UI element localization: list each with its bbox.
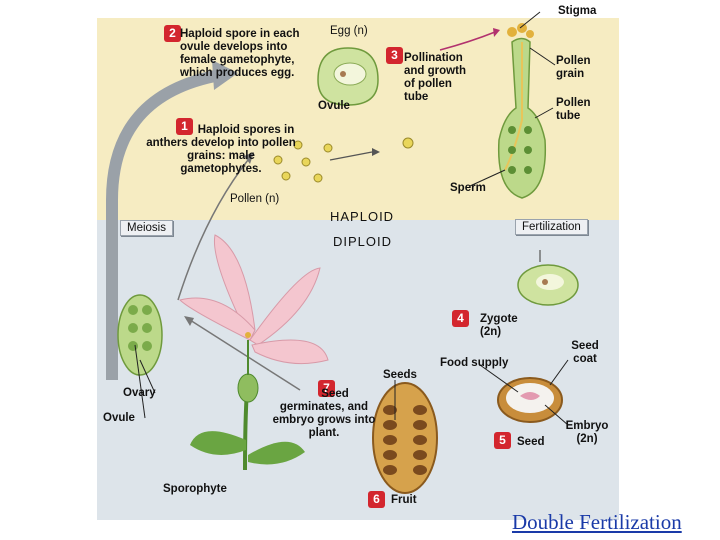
stage-2-text: Haploid spore in each ovule develops int…: [180, 28, 300, 79]
fertilized-ovule-illustration: [517, 264, 579, 306]
stage-4-badge: 4: [452, 310, 469, 327]
pollen-grain-label: Pollen grain: [556, 55, 591, 80]
meiosis-tag: Meiosis: [120, 220, 173, 236]
stage-3-badge: 3: [386, 47, 403, 64]
stage-6-badge: 6: [368, 491, 385, 508]
stage-4-text: Zygote (2n): [480, 313, 518, 338]
pistil-illustration: [497, 23, 547, 199]
leader-lines: [134, 11, 569, 426]
diploid-heading: DIPLOID: [333, 234, 393, 249]
food-supply-label: Food supply: [440, 357, 509, 369]
sperm-label: Sperm: [450, 182, 486, 194]
flower-illustration: [179, 234, 329, 471]
haploid-heading: HAPLOID: [330, 209, 395, 224]
stage-3-text: Pollination and growth of pollen tube: [404, 52, 466, 103]
ovary-label: Ovary: [123, 387, 156, 399]
arrow-pollen-to-stigma: [439, 31, 496, 51]
stage-5-text: Seed: [517, 436, 545, 448]
arrow-pollen-drift: [329, 151, 373, 161]
ovule-top-illustration: [317, 47, 379, 106]
stage-7-text: Seed germinates, and embryo grows into p…: [272, 388, 376, 439]
ovule-bottom-label: Ovule: [103, 412, 135, 424]
fertilization-tag: Fertilization: [515, 219, 588, 235]
arrow-germination: [189, 319, 301, 391]
stage-7-badge: 7: [318, 380, 335, 397]
arrow-sporophyte-to-pollen: [177, 159, 249, 301]
stage-1-text: Haploid spores in anthers develop into p…: [146, 124, 296, 175]
stage-6-text: Fruit: [391, 494, 417, 506]
seed-coat-label: Seed coat: [571, 340, 599, 365]
seeds-label: Seeds: [383, 369, 417, 381]
stage-1-badge: 1: [176, 118, 193, 135]
cycle-arrow: [106, 69, 222, 380]
embryo-label: Embryo (2n): [565, 420, 609, 445]
stage-2-badge: 2: [164, 25, 181, 42]
stigma-label: Stigma: [558, 5, 597, 17]
pollen-label: Pollen (n): [230, 193, 280, 205]
sporophyte-label: Sporophyte: [163, 483, 227, 495]
cycle-arrow-head: [212, 60, 238, 90]
pollen-grains: [273, 137, 414, 183]
pollen-tube-label: Pollen tube: [556, 97, 591, 122]
ovule-top-label: Ovule: [318, 100, 350, 112]
ovary-illustration: [117, 294, 163, 376]
stage-5-badge: 5: [494, 432, 511, 449]
fruit-illustration: [372, 382, 438, 494]
double-fertilization-link[interactable]: Double Fertilization: [512, 510, 682, 534]
egg-label: Egg (n): [330, 25, 368, 37]
